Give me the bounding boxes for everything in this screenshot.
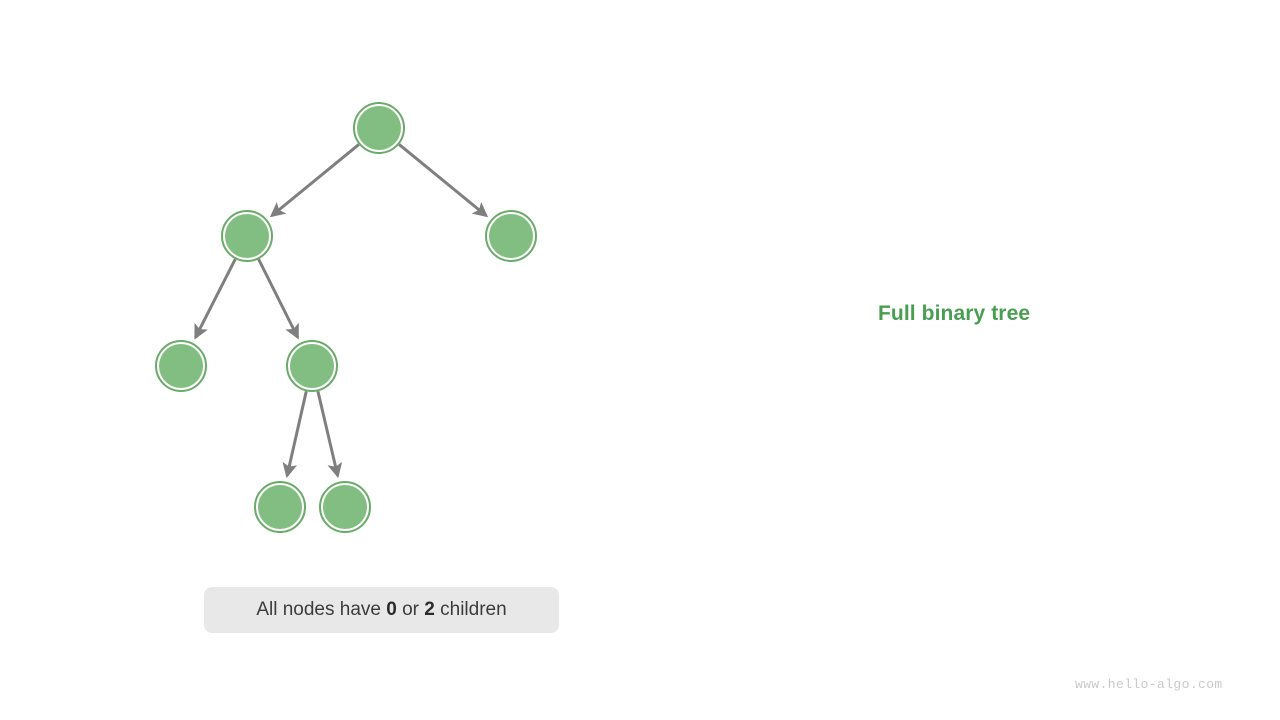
- node-ring: [485, 210, 537, 262]
- node-ring: [155, 340, 207, 392]
- caption-bold-two: 2: [424, 599, 435, 620]
- tree-node[interactable]: [155, 340, 207, 392]
- tree-edge: [194, 258, 237, 340]
- node-ring: [254, 481, 306, 533]
- tree-node[interactable]: [221, 210, 273, 262]
- caption-text: All nodes have 0 or 2 children: [256, 599, 506, 621]
- node-disc: [357, 106, 401, 150]
- tree-node[interactable]: [254, 481, 306, 533]
- tree-edge: [316, 390, 343, 479]
- tree-edge: [257, 258, 300, 340]
- node-disc: [258, 485, 302, 529]
- node-layer: [155, 102, 537, 533]
- watermark: www.hello-algo.com: [1075, 677, 1223, 692]
- node-ring: [221, 210, 273, 262]
- tree-edge: [398, 143, 489, 218]
- edge-layer: [194, 143, 489, 479]
- node-disc: [159, 344, 203, 388]
- tree-node[interactable]: [286, 340, 338, 392]
- caption-middle: or: [396, 599, 425, 620]
- caption-prefix: All nodes have: [256, 599, 387, 620]
- node-ring: [286, 340, 338, 392]
- page-title: Full binary tree: [878, 302, 1031, 325]
- tree-node[interactable]: [353, 102, 405, 154]
- tree-node[interactable]: [319, 481, 371, 533]
- tree-edge: [282, 391, 308, 479]
- caption-bold-zero: 0: [386, 599, 397, 620]
- tree-edge: [269, 143, 360, 218]
- caption-badge: All nodes have 0 or 2 children: [204, 587, 559, 633]
- node-ring: [319, 481, 371, 533]
- node-disc: [290, 344, 334, 388]
- caption-suffix: children: [434, 599, 507, 620]
- tree-node[interactable]: [485, 210, 537, 262]
- node-ring: [353, 102, 405, 154]
- node-disc: [489, 214, 533, 258]
- node-disc: [323, 485, 367, 529]
- node-disc: [225, 214, 269, 258]
